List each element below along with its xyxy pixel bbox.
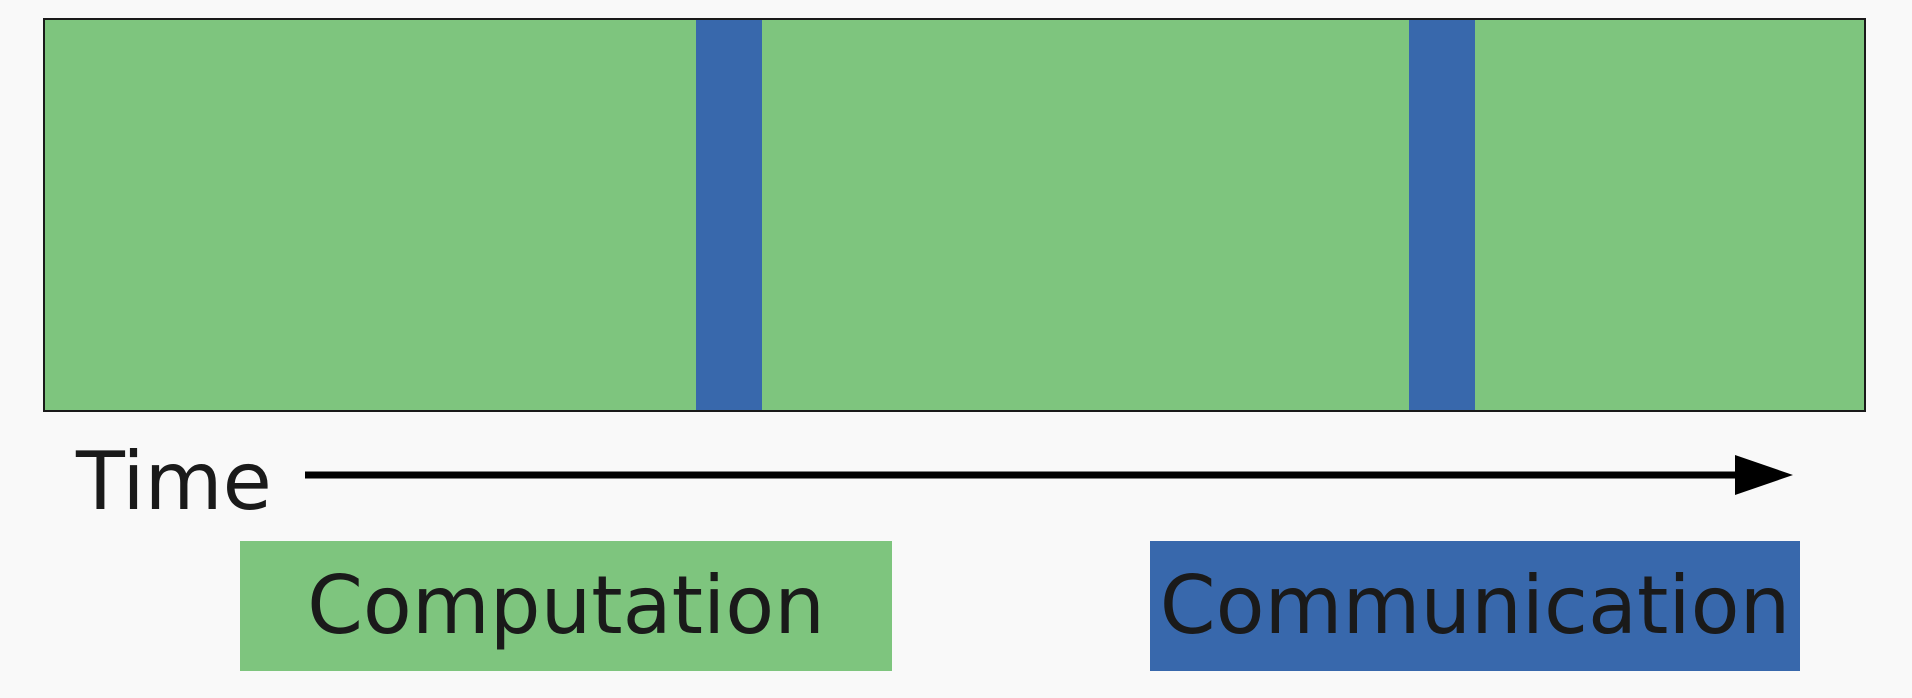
timeline-segment-communication: [1409, 20, 1475, 410]
timeline-segment-computation: [761, 20, 1410, 410]
legend-computation: Computation: [240, 541, 892, 671]
time-arrow-icon: [305, 455, 1793, 495]
timeline-bar: [43, 18, 1866, 412]
time-axis-label: Time: [76, 435, 272, 528]
timeline-segment-communication: [696, 20, 762, 410]
timeline-segment-computation: [45, 20, 697, 410]
timeline-segment-computation: [1474, 20, 1864, 410]
legend-communication-label: Communication: [1159, 559, 1791, 652]
legend-communication: Communication: [1150, 541, 1800, 671]
legend-computation-label: Computation: [307, 559, 825, 652]
